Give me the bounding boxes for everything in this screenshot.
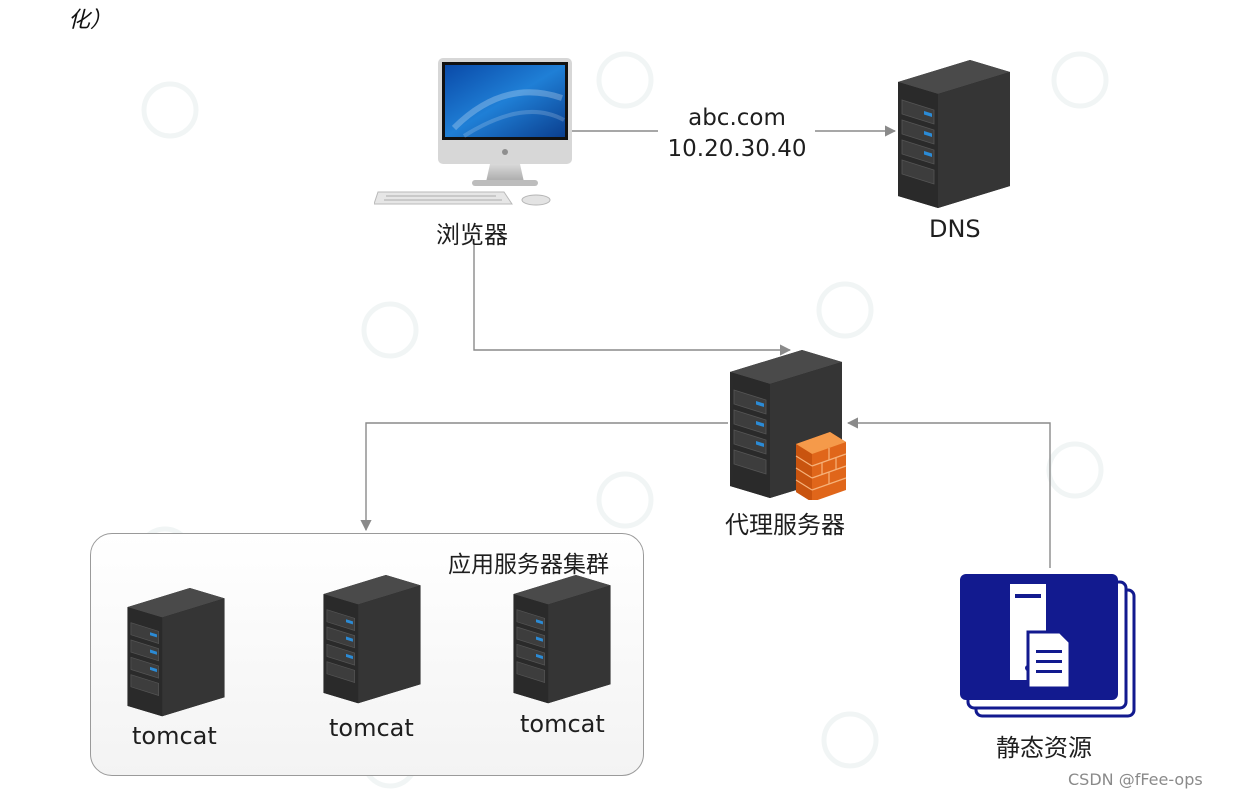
firewall-icon bbox=[795, 432, 847, 500]
tomcat-server-icon bbox=[127, 588, 225, 717]
edge-label-browser-dns: abc.com 10.20.30.40 bbox=[652, 103, 822, 165]
watermark-mark bbox=[1051, 51, 1109, 109]
watermark-mark bbox=[361, 301, 419, 359]
watermark-mark bbox=[821, 711, 879, 769]
cluster-title: 应用服务器集群 bbox=[448, 552, 609, 578]
edge-label-ip: 10.20.30.40 bbox=[667, 136, 807, 162]
server-icon bbox=[898, 60, 1010, 208]
proxy-label: 代理服务器 bbox=[725, 511, 845, 539]
edge-label-domain: abc.com bbox=[688, 105, 786, 131]
tomcat-label-3: tomcat bbox=[520, 710, 605, 738]
edge-browser-proxy bbox=[473, 244, 792, 356]
static-label: 静态资源 bbox=[996, 734, 1092, 762]
dns-label: DNS bbox=[929, 215, 981, 243]
watermark-mark bbox=[816, 281, 874, 339]
file-server-icon bbox=[960, 574, 1136, 718]
edge-proxy-cluster bbox=[360, 422, 728, 532]
tomcat-label-2: tomcat bbox=[329, 714, 414, 742]
browser-label: 浏览器 bbox=[436, 221, 508, 249]
watermark-mark bbox=[596, 471, 654, 529]
watermark-mark bbox=[1046, 441, 1104, 499]
watermark-mark bbox=[141, 81, 199, 139]
tomcat-server-icon bbox=[323, 575, 421, 704]
header-fragment: 化） bbox=[68, 8, 113, 33]
tomcat-label-1: tomcat bbox=[132, 722, 217, 750]
tomcat-server-icon bbox=[513, 575, 611, 704]
credit-text: CSDN @fFee-ops bbox=[1068, 770, 1203, 789]
edge-static-proxy bbox=[846, 417, 1051, 568]
server-firewall-icon bbox=[730, 350, 847, 500]
watermark-mark bbox=[596, 51, 654, 109]
desktop-computer-icon bbox=[374, 58, 572, 206]
